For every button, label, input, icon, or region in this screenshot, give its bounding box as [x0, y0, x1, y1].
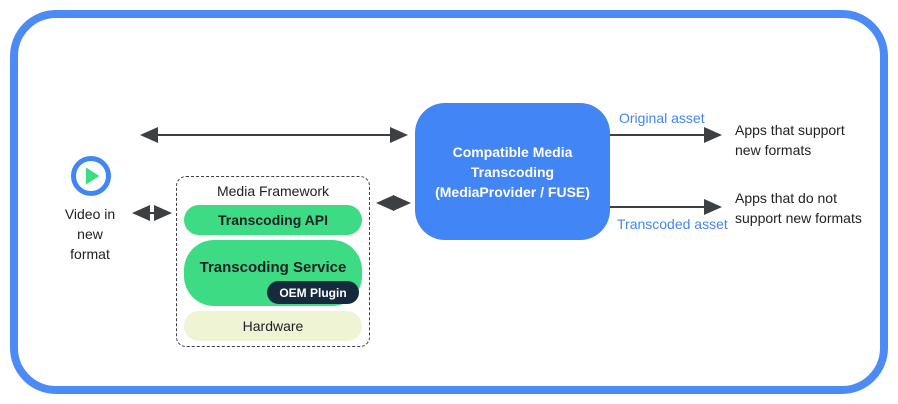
compatible-media-transcoding-box: Compatible Media Transcoding (MediaProvi… [415, 103, 610, 240]
apps-support-new-formats-label: Apps that support new formats [735, 122, 845, 158]
hardware-layer: Hardware [184, 311, 362, 341]
transcoded-asset-label: Transcoded asset [617, 216, 728, 232]
apps-not-support-new-formats-label: Apps that do not support new formats [735, 190, 862, 226]
transcoding-api-layer: Transcoding API [184, 205, 362, 235]
media-framework-title: Media Framework [216, 183, 330, 199]
video-source-label: Video in new format [64, 206, 116, 262]
oem-plugin-badge: OEM Plugin [267, 281, 359, 304]
original-asset-label: Original asset [619, 110, 705, 126]
media-framework-box: Media Framework Transcoding API Transcod… [176, 176, 370, 347]
diagram-border-frame [10, 10, 888, 394]
play-icon [71, 156, 111, 196]
